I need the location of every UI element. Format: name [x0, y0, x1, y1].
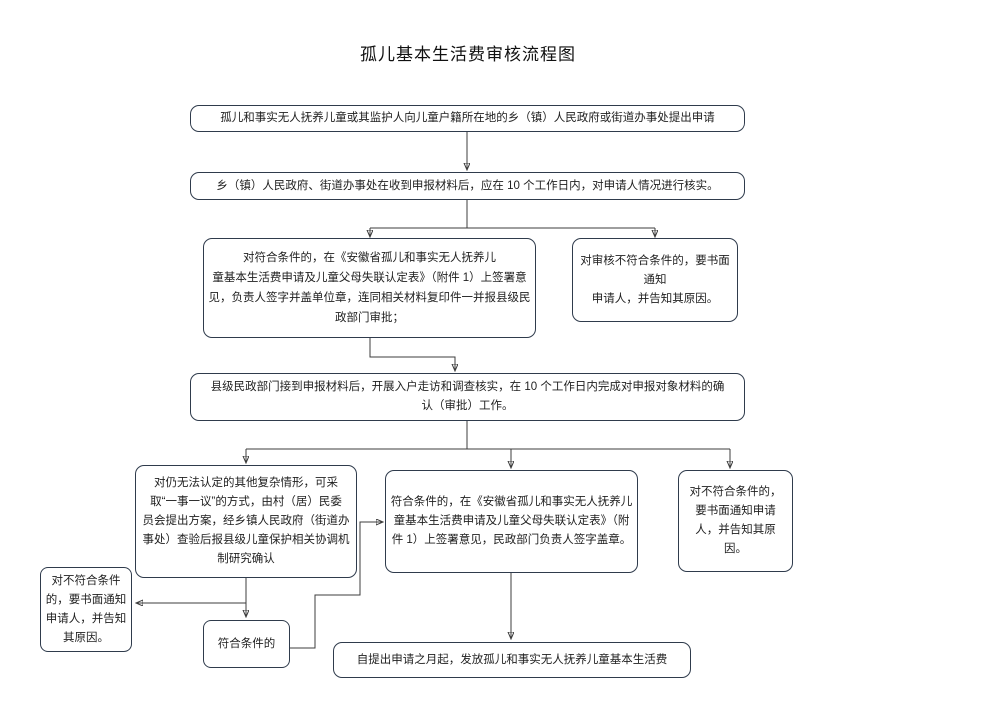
node-township-approve: 对符合条件的，在《安徽省孤儿和事实无人抚养儿 童基本生活费申请及儿童父母失联认定… [203, 238, 536, 338]
node-qualified: 符合条件的 [203, 620, 290, 668]
edge-township-verify-split [370, 200, 655, 229]
node-grant: 自提出申请之月起，发放孤儿和事实无人抚养儿童基本生活费 [333, 642, 691, 678]
node-county-approve: 符合条件的，在《安徽省孤儿和事实无人抚养儿 童基本生活费申请及儿童父母失联认定表… [385, 470, 638, 573]
node-county-reject: 对不符合条件的， 要书面通知申请 人，并告知其原 因。 [678, 470, 793, 572]
node-county-review: 县级民政部门接到申报材料后，开展入户走访和调查核实，在 10 个工作日内完成对申… [190, 373, 745, 421]
node-complex-case: 对仍无法认定的其他复杂情形，可采 取“一事一议”的方式，由村（居）民委 员会提出… [135, 465, 357, 578]
node-township-reject: 对审核不符合条件的，要书面 通知 申请人，并告知其原因。 [572, 238, 738, 322]
node-apply: 孤儿和事实无人抚养儿童或其监护人向儿童户籍所在地的乡（镇）人民政府或街道办事处提… [190, 105, 745, 132]
node-notify-reject: 对不符合条件 的，要书面通知 申请人，并告知 其原因。 [40, 567, 132, 652]
edge-township-approve-county-review [369, 338, 455, 370]
page-title: 孤儿基本生活费审核流程图 [360, 45, 576, 64]
edge-county-review-split [246, 421, 730, 450]
node-township-verify: 乡（镇）人民政府、街道办事处在收到申报材料后，应在 10 个工作日内，对申请人情… [190, 172, 745, 200]
